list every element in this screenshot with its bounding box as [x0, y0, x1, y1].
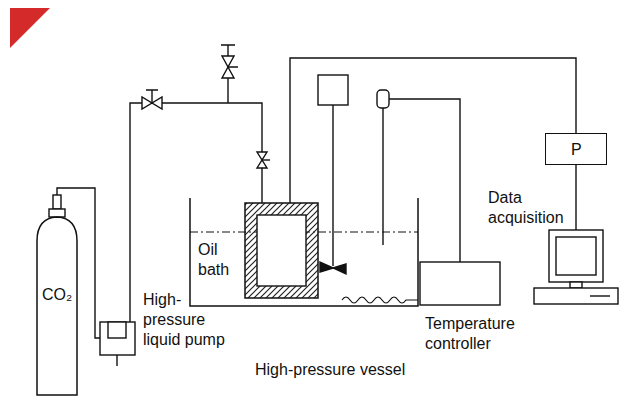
- vessel-chamber: [257, 215, 306, 286]
- probe-stem: [382, 108, 383, 245]
- node-text: P: [571, 140, 582, 160]
- controller-box: [420, 262, 500, 305]
- pump-rod: [116, 355, 117, 366]
- corner-mark: [10, 8, 50, 48]
- valve-handle: [262, 159, 270, 160]
- stirrer-motor: [318, 75, 348, 105]
- pump-symbol: [100, 322, 135, 366]
- controller-label: Temperature controller: [425, 314, 525, 354]
- acquisition-label: Data acquisition: [488, 188, 568, 228]
- valve-handle: [221, 45, 238, 67]
- computer-symbol: [534, 230, 618, 304]
- temperature-probe: [377, 90, 389, 245]
- feed-pipe: [130, 103, 262, 322]
- vessel-label: High-pressure vessel: [255, 360, 405, 380]
- stirrer-blade: [320, 262, 346, 274]
- sensor-wire: [389, 99, 460, 262]
- signal-line: [575, 165, 576, 230]
- pressure-box: P: [545, 133, 607, 165]
- valve-handle: [146, 90, 158, 103]
- gas-cylinder: CO₂: [35, 195, 79, 395]
- valves: [142, 45, 270, 168]
- pump-body: [100, 322, 135, 355]
- vessel-wall: [245, 203, 318, 298]
- monitor: [549, 230, 603, 282]
- node-text: CO₂: [42, 285, 72, 305]
- heater-coil: [342, 297, 418, 303]
- oil-bath-outline: [188, 198, 420, 308]
- monitor-stand: [570, 282, 582, 288]
- piping: [57, 45, 576, 338]
- screen: [556, 237, 596, 275]
- stirrer-symbol: [318, 75, 348, 274]
- pump-label: High-pressure liquid pump: [143, 290, 235, 350]
- node-text: Oil bath: [198, 240, 238, 280]
- stirrer-shaft: [332, 105, 333, 266]
- computer-base: [534, 288, 618, 304]
- probe-head: [377, 90, 389, 108]
- vessel-symbol: [245, 203, 318, 298]
- pump-piston: [108, 322, 126, 338]
- drive-slot: [590, 295, 610, 296]
- oil-bath: Oil bath: [188, 198, 420, 308]
